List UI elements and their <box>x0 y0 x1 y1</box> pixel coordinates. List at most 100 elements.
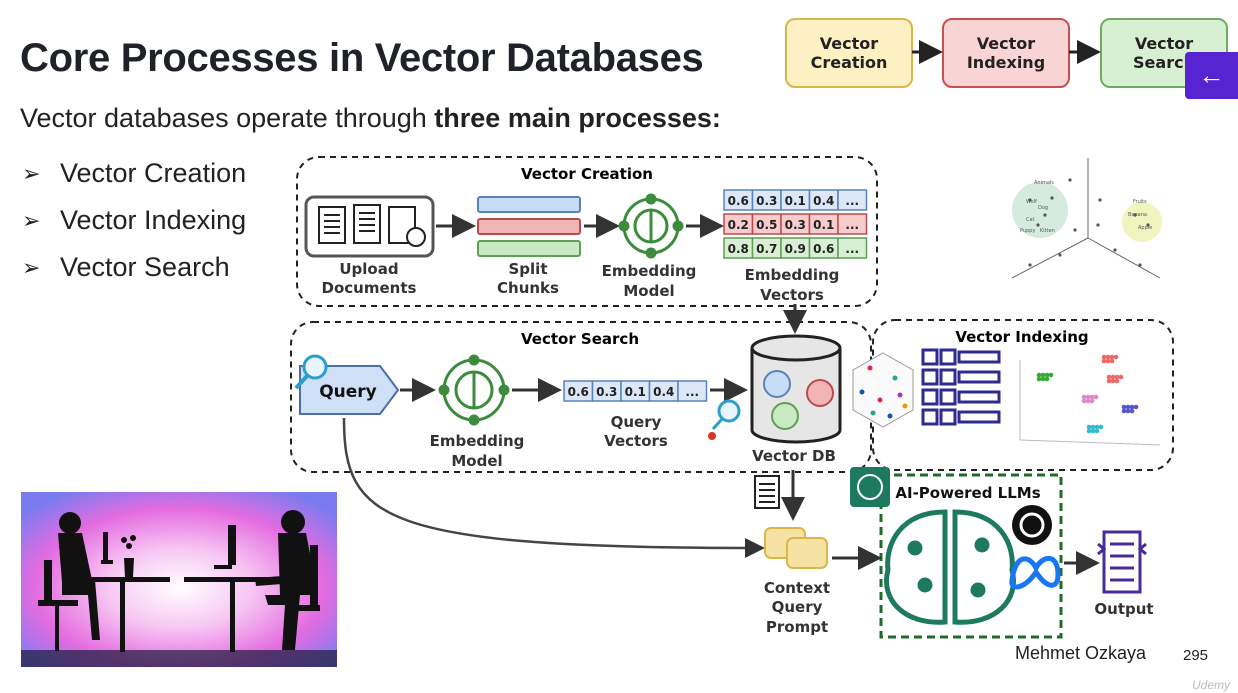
vector-cell <box>837 189 868 211</box>
scatter-label: Animals <box>1034 180 1054 186</box>
cluster-point <box>1114 374 1120 380</box>
cluster-point <box>1086 424 1092 430</box>
cluster-point <box>1121 404 1127 410</box>
query-vector-cell <box>677 380 708 402</box>
query-tag <box>299 365 400 415</box>
cluster-plot-icon <box>1019 354 1161 446</box>
vector-cell-value: 0.9 <box>785 242 806 256</box>
vector-cell-value: 0.3 <box>785 218 806 232</box>
cluster-point <box>1110 378 1116 384</box>
subtitle-text: Vector databases operate through <box>20 103 435 133</box>
embedding-model-label: Embedding <box>602 262 697 280</box>
back-button[interactable]: ← <box>1185 52 1238 99</box>
chat-bubbles-icon <box>764 527 828 569</box>
table-index-icon <box>921 348 1001 426</box>
bullet-label: Vector Indexing <box>60 205 247 235</box>
index-node <box>870 410 876 416</box>
cluster-point <box>1089 394 1095 400</box>
flow-box-indexing: Vector Indexing <box>942 18 1070 88</box>
scatter-label: Wolf <box>1026 199 1037 205</box>
flow-arrows <box>912 40 1101 64</box>
search-group <box>290 321 872 473</box>
vector-cell-value: ... <box>845 218 859 232</box>
cursor-dot-icon <box>708 432 716 440</box>
cluster-point <box>1113 354 1119 360</box>
cluster-point <box>1040 376 1046 382</box>
scatter-point <box>1146 223 1150 227</box>
slide-subtitle: Vector databases operate through three m… <box>20 103 721 134</box>
magnifier-icon <box>294 354 328 390</box>
query-vector-value: 0.6 <box>568 385 589 399</box>
brain-icon <box>438 354 510 426</box>
documents-icon <box>304 195 435 258</box>
vector-cell-value: 0.6 <box>813 242 834 256</box>
cluster-point <box>1105 358 1111 364</box>
cluster-point <box>1090 428 1096 434</box>
index-node <box>887 413 893 419</box>
creation-group-title: Vector Creation <box>521 165 653 183</box>
subtitle-bold-text: three main processes: <box>434 103 721 133</box>
cluster-point <box>1114 378 1120 384</box>
arrow-bullet-icon: ➢ <box>22 254 41 280</box>
scatter-point <box>1138 263 1142 267</box>
indexing-group-title: Vector Indexing <box>955 328 1088 346</box>
vector-cell-value: 0.1 <box>813 218 834 232</box>
cluster-point <box>1098 424 1104 430</box>
scatter-point <box>1098 198 1102 202</box>
brain-icon <box>618 193 684 259</box>
people-at-computers-illustration <box>21 492 337 667</box>
arrow-bullet-icon: ➢ <box>22 160 41 186</box>
cluster-point <box>1121 408 1127 414</box>
cluster-point <box>1118 374 1124 380</box>
scatter-point <box>1068 178 1072 182</box>
cluster-point <box>1085 394 1091 400</box>
cluster-point <box>1094 428 1100 434</box>
vector-db-icon <box>750 334 842 444</box>
llm-title: AI-Powered LLMs <box>895 484 1040 502</box>
cluster-point <box>1129 408 1135 414</box>
cluster-point <box>1090 424 1096 430</box>
cluster-point <box>1036 372 1042 378</box>
cluster-point <box>1085 398 1091 404</box>
vector-cell-value: ... <box>845 242 859 256</box>
search-embedding-label: Model <box>451 452 502 470</box>
cluster-point <box>1129 404 1135 410</box>
udemy-watermark: Udemy <box>1192 678 1231 692</box>
scatter-point <box>1133 213 1137 217</box>
cluster-point <box>1110 374 1116 380</box>
vector-cell-value: 0.7 <box>756 242 777 256</box>
cluster-point <box>1109 358 1115 364</box>
scatter-point <box>1058 253 1062 257</box>
scatter-label: Puppy <box>1020 228 1035 234</box>
index-node <box>859 389 865 395</box>
openai-logo-icon <box>1012 505 1052 545</box>
cluster-point <box>1109 354 1115 360</box>
split-label: Chunks <box>497 279 559 297</box>
cluster-point <box>1125 404 1131 410</box>
vector-cell-value: 0.5 <box>756 218 777 232</box>
split-label: Split <box>509 260 548 278</box>
cluster-point <box>1106 378 1112 384</box>
vector-cell <box>837 237 868 259</box>
index-graph-icon <box>852 352 914 428</box>
chunks-icon <box>477 196 581 257</box>
query-vector-value: ... <box>685 385 699 399</box>
scatter-label: Fruits <box>1133 199 1147 205</box>
cluster-point <box>1106 374 1112 380</box>
cluster-point <box>1044 376 1050 382</box>
document-icon <box>754 475 780 509</box>
upload-label: Upload <box>339 260 398 278</box>
scatter-point <box>1036 223 1040 227</box>
page-number: 295 <box>1183 647 1209 664</box>
scatter-label: Apple <box>1138 225 1152 231</box>
output-label: Output <box>1094 600 1153 618</box>
cluster-point <box>1086 428 1092 434</box>
neural-brain-icon <box>884 509 1016 625</box>
slide-title: Core Processes in Vector Databases <box>20 36 704 80</box>
query-vector-value: 0.4 <box>653 385 674 399</box>
cluster-point <box>1044 372 1050 378</box>
vector-cell <box>837 213 868 235</box>
query-vector-value: 0.1 <box>625 385 646 399</box>
scatter-point <box>1050 196 1054 200</box>
